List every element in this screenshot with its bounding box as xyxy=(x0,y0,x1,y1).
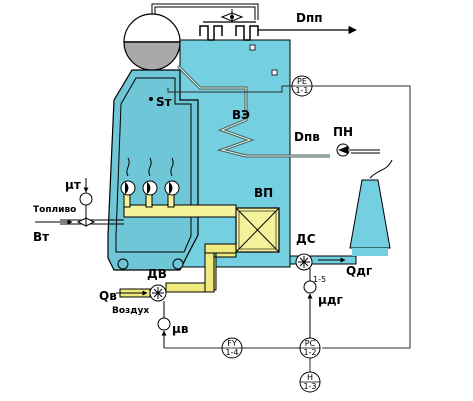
label-mu-dg: μдг xyxy=(318,293,343,307)
label-mu-v: μв xyxy=(172,322,189,336)
label-dv: ДВ xyxy=(147,267,167,281)
burner-air-manifold xyxy=(123,192,237,218)
instrument-pc-bottom: 1-2 xyxy=(303,348,316,357)
instrument-h[interactable]: H 1-3 xyxy=(299,371,321,393)
signal-pe-out xyxy=(312,85,411,349)
furnace-body xyxy=(107,69,199,271)
label-q-dg: Qдг xyxy=(346,264,372,278)
drum-downcomer xyxy=(176,64,330,158)
air-heater-icon xyxy=(235,207,280,253)
air-duct-horizontal xyxy=(165,282,211,293)
instrument-h-top: H xyxy=(307,373,313,382)
label-d-pp: Dпп xyxy=(296,11,323,25)
label-1-5: 1-5 xyxy=(313,275,326,284)
instrument-h-bottom: 1-3 xyxy=(303,382,316,391)
instrument-pe-top: PE xyxy=(297,77,307,86)
air-duct-to-vp xyxy=(204,243,237,254)
instrument-pe[interactable]: PE 1-1 xyxy=(291,75,313,97)
label-mu-t: μт xyxy=(65,178,81,192)
label-ds: ДС xyxy=(296,232,316,246)
fuel-valve-icon xyxy=(76,203,96,227)
actuator-icon xyxy=(79,192,93,206)
furnace-inner-wall xyxy=(115,77,192,253)
label-vp: ВП xyxy=(254,186,273,200)
actuator-icon xyxy=(303,280,317,294)
instrument-fy-top: FY xyxy=(227,339,237,348)
steam-drum xyxy=(123,13,181,71)
instrument-pc[interactable]: PC 1-2 xyxy=(299,337,321,359)
ash-hopper-right xyxy=(172,258,184,270)
shaft-marker xyxy=(249,44,256,51)
level-sensor-dot xyxy=(149,97,153,101)
label-fuel: Топливо xyxy=(33,205,76,215)
valve-icon xyxy=(220,9,244,22)
burner-icon xyxy=(120,180,180,196)
instrument-pc-top: PC xyxy=(305,339,316,348)
label-air: Воздух xyxy=(112,306,149,316)
label-d-pv: Dпв xyxy=(294,130,320,144)
instrument-pe-bottom: 1-1 xyxy=(295,86,308,95)
smoke-stack-icon xyxy=(349,159,393,256)
label-s-t: Sт xyxy=(156,95,172,109)
steam-pipes xyxy=(151,3,259,41)
label-q-v: Qв xyxy=(99,289,117,303)
flame-icon xyxy=(126,157,174,177)
instrument-fy-bottom: 1-4 xyxy=(225,348,238,357)
label-ve: ВЭ xyxy=(232,108,250,122)
fan-icon xyxy=(149,284,167,302)
signal-pe-loop xyxy=(167,85,292,93)
fan-icon xyxy=(295,253,313,271)
label-b-t: Вт xyxy=(33,230,49,244)
ash-hopper-left xyxy=(117,258,129,270)
instrument-fy[interactable]: FY 1-4 xyxy=(221,337,243,359)
actuator-icon xyxy=(157,317,171,331)
pump-icon xyxy=(336,143,350,157)
label-pn: ПН xyxy=(333,125,353,139)
shaft-marker xyxy=(271,69,278,76)
